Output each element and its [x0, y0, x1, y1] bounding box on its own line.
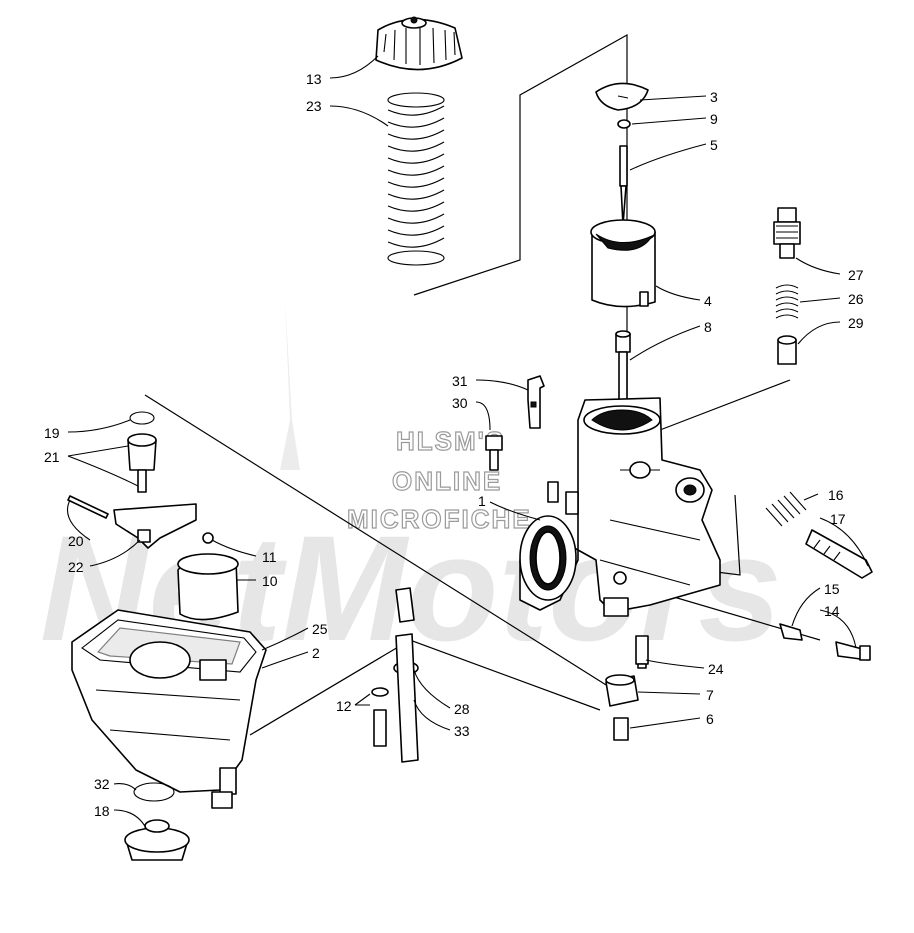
callout-16[interactable]: 16 — [828, 487, 844, 503]
drain-hose-part[interactable] — [395, 587, 419, 763]
jet-holder-part[interactable] — [605, 674, 639, 707]
callout-19[interactable]: 19 — [44, 425, 60, 441]
callout-33[interactable]: 33 — [454, 723, 470, 739]
callout-26[interactable]: 26 — [848, 291, 864, 307]
callout-25[interactable]: 25 — [312, 621, 328, 637]
idle-spring-part[interactable] — [765, 491, 807, 527]
float-arm-part[interactable] — [113, 503, 197, 549]
drain-bolt-part[interactable] — [371, 687, 389, 747]
callout-24[interactable]: 24 — [708, 661, 724, 677]
e-ring-part[interactable] — [617, 119, 631, 129]
callout-6[interactable]: 6 — [706, 711, 714, 727]
callout-22[interactable]: 22 — [68, 559, 84, 575]
air-screw-fitting-part[interactable] — [773, 207, 801, 259]
needle-clip-part[interactable] — [595, 82, 649, 111]
callout-9[interactable]: 9 — [710, 111, 718, 127]
callout-1[interactable]: 1 — [478, 493, 486, 509]
callout-27[interactable]: 27 — [848, 267, 864, 283]
watermark-line-2: ONLINE — [392, 466, 502, 496]
jet-needle-part[interactable] — [619, 145, 628, 226]
callout-13[interactable]: 13 — [306, 71, 322, 87]
float-part[interactable] — [177, 553, 239, 621]
pilot-screw-part[interactable] — [835, 641, 871, 661]
cap-part[interactable] — [375, 16, 463, 71]
guide-line-top — [413, 33, 628, 395]
callout-21[interactable]: 21 — [44, 449, 60, 465]
pilot-spring-part[interactable] — [779, 623, 803, 641]
float-pin-part[interactable] — [67, 495, 109, 519]
drain-plug-part[interactable] — [124, 819, 190, 861]
callout-20[interactable]: 20 — [68, 533, 84, 549]
cable-bracket-part[interactable] — [527, 375, 545, 429]
o-ring-top-part[interactable] — [129, 411, 155, 425]
float-bowl-part[interactable] — [71, 609, 267, 809]
callout-18[interactable]: 18 — [94, 803, 110, 819]
float-ball-part[interactable] — [202, 532, 214, 544]
callout-31[interactable]: 31 — [452, 373, 468, 389]
callout-labels: 13 23 3 9 5 27 26 29 4 8 31 30 19 21 1 1… — [44, 71, 864, 819]
leader-lines — [66, 55, 869, 829]
callout-4[interactable]: 4 — [704, 293, 712, 309]
callout-15[interactable]: 15 — [824, 581, 840, 597]
watermark-line-3: MICROFICHE — [347, 504, 532, 534]
callout-14[interactable]: 14 — [824, 603, 840, 619]
plunger-part[interactable] — [777, 335, 797, 365]
guide-line-float-bowl — [144, 394, 631, 701]
float-valve-seat-part[interactable] — [127, 433, 157, 493]
carburetor-body-part[interactable] — [519, 397, 721, 617]
callout-3[interactable]: 3 — [710, 89, 718, 105]
watermark-spire — [280, 300, 300, 470]
callout-8[interactable]: 8 — [704, 319, 712, 335]
callout-2[interactable]: 2 — [312, 645, 320, 661]
callout-29[interactable]: 29 — [848, 315, 864, 331]
guide-line-top-right — [659, 379, 791, 431]
callout-12[interactable]: 12 — [336, 698, 352, 714]
callout-5[interactable]: 5 — [710, 137, 718, 153]
callout-10[interactable]: 10 — [262, 573, 278, 589]
callout-11[interactable]: 11 — [262, 549, 277, 565]
callout-30[interactable]: 30 — [452, 395, 468, 411]
callout-23[interactable]: 23 — [306, 98, 322, 114]
idle-screw-part[interactable] — [805, 529, 873, 579]
bracket-screw-part[interactable] — [485, 435, 503, 471]
callout-17[interactable]: 17 — [830, 511, 846, 527]
throttle-slide-part[interactable] — [590, 219, 656, 308]
needle-jet-part[interactable] — [635, 635, 649, 669]
o-ring-bottom-part[interactable] — [133, 782, 175, 802]
spring-part[interactable] — [387, 92, 445, 266]
callout-32[interactable]: 32 — [94, 776, 110, 792]
main-jet-part[interactable] — [613, 717, 629, 741]
small-spring-part[interactable] — [775, 284, 799, 319]
callout-28[interactable]: 28 — [454, 701, 470, 717]
callout-7[interactable]: 7 — [706, 687, 714, 703]
